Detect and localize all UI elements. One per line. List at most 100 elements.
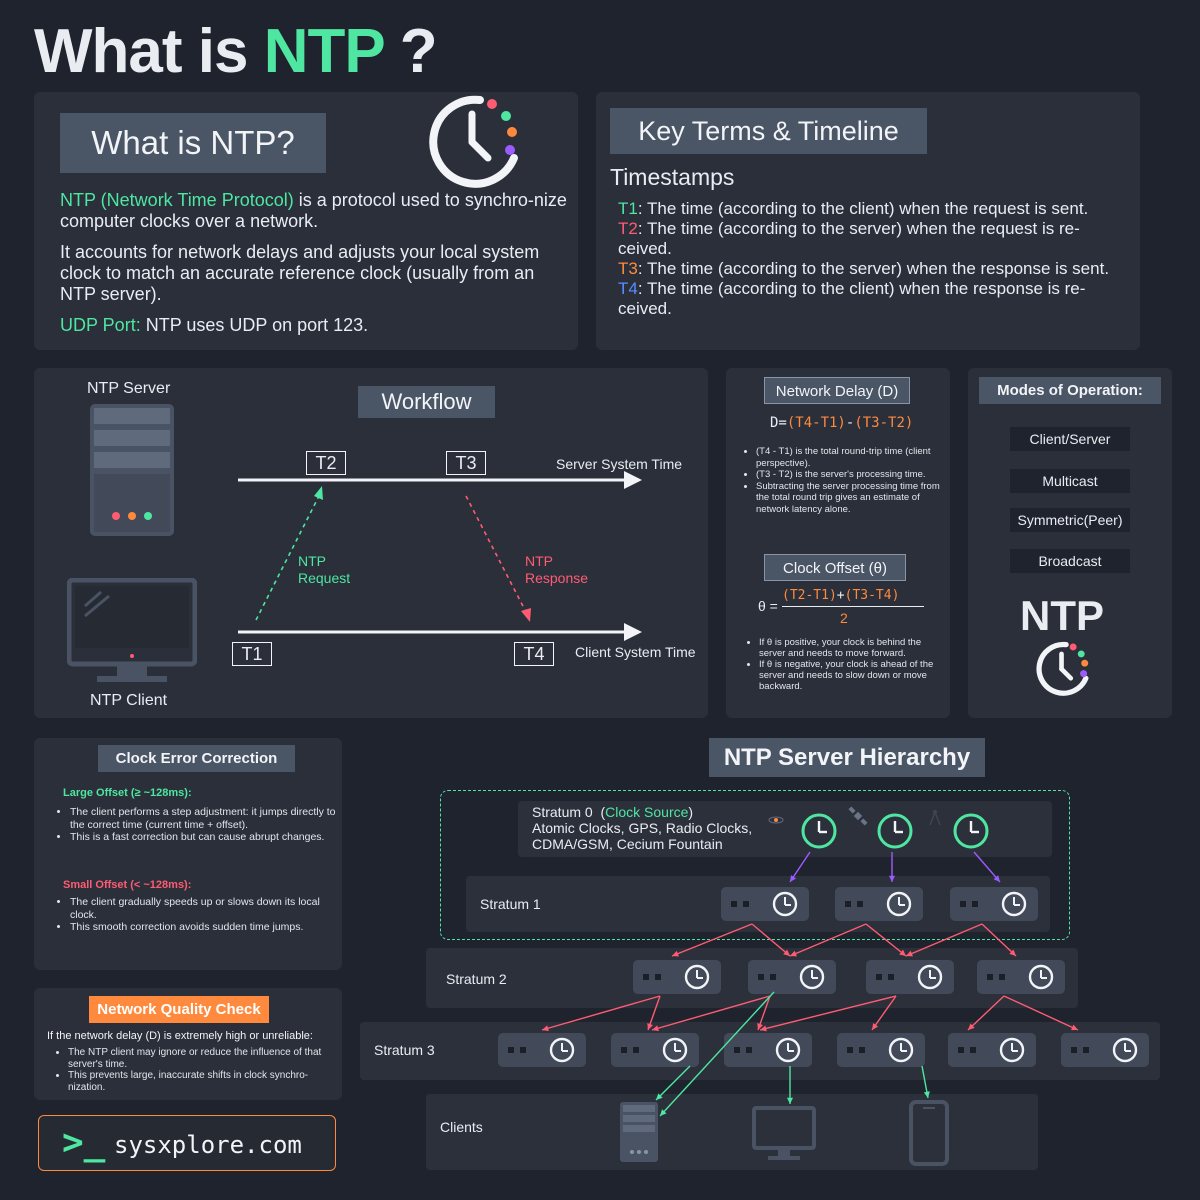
- udp-port-text: NTP uses UDP on port 123.: [140, 315, 369, 335]
- ntp-response-label: NTP Response: [525, 553, 588, 587]
- led: [1083, 1047, 1089, 1053]
- timestamp-label: T4: [618, 279, 638, 298]
- large-offset-bullets: The client performs a step adjustment: i…: [52, 806, 340, 844]
- stratum-0-paren-close: ): [688, 804, 694, 820]
- network-delay-heading: Network Delay (D): [764, 377, 910, 404]
- stratum-0-title: Stratum 0: [532, 804, 593, 820]
- led: [758, 974, 764, 980]
- led: [888, 974, 894, 980]
- led: [857, 901, 863, 907]
- ntp-server-label: NTP Server: [87, 380, 171, 397]
- led: [633, 1047, 639, 1053]
- led: [508, 1047, 514, 1053]
- timestamp-t2: T2: The time (according to the server) w…: [618, 219, 1118, 259]
- offset-numerator: (T2-T1)+(T3-T4): [782, 588, 899, 603]
- quality-bullet: The NTP client may ignore or reduce the …: [68, 1047, 338, 1070]
- delay-bullets: (T4 - T1) is the total round-trip time (…: [738, 446, 944, 515]
- offset-formula-prefix: θ =: [758, 598, 778, 614]
- modes-heading: Modes of Operation:: [979, 377, 1161, 404]
- t2-box: T2: [306, 451, 346, 475]
- hierarchy-heading: NTP Server Hierarchy: [709, 738, 985, 777]
- stratum-3-server: [611, 1033, 699, 1067]
- server-icon: [620, 1102, 658, 1162]
- request-line-1: NTP: [298, 553, 326, 569]
- delay-formula-minus: -: [845, 415, 855, 431]
- stratum-3-server: [948, 1033, 1036, 1067]
- udp-port-label: UDP Port:: [60, 315, 141, 335]
- offset-denominator: 2: [840, 610, 848, 626]
- stratum-2-server: [633, 960, 721, 994]
- small-offset-bullet: This smooth correction avoids sudden tim…: [70, 921, 340, 934]
- large-offset-bullet: This is a fast correction but can cause …: [70, 831, 340, 844]
- stratum-2-server: [748, 960, 836, 994]
- phone-icon: [909, 1100, 949, 1166]
- led: [734, 1047, 740, 1053]
- stratum-2-server: [977, 960, 1065, 994]
- error-correction-card: [34, 738, 342, 970]
- stratum-2-server: [866, 960, 954, 994]
- stratum-3-server: [498, 1033, 586, 1067]
- clients-label: Clients: [440, 1119, 483, 1135]
- satellite-icon: [848, 806, 868, 826]
- stratum-1-server: [721, 887, 809, 921]
- timestamp-t4: T4: The time (according to the client) w…: [618, 279, 1118, 319]
- delay-bullet: Subtracting the server processing time f…: [756, 481, 944, 516]
- ntp-request-arrow: [255, 495, 320, 621]
- led: [847, 1047, 853, 1053]
- offset-num-a: (T2-T1): [782, 588, 837, 603]
- large-offset-title: Large Offset (≥ ~128ms):: [63, 787, 192, 799]
- led: [643, 974, 649, 980]
- stratum-1-label: Stratum 1: [480, 896, 541, 912]
- stratum-1-server: [950, 887, 1038, 921]
- client-time-label: Client System Time: [575, 644, 696, 660]
- mode-multicast: Multicast: [1010, 469, 1130, 493]
- intro-paragraph-3: UDP Port: NTP uses UDP on port 123.: [60, 315, 570, 336]
- clock-icon: [953, 813, 989, 849]
- timestamp-label: T3: [618, 259, 638, 278]
- request-line-2: Request: [298, 570, 351, 586]
- delay-formula: D=(T4-T1)-(T3-T2): [770, 414, 913, 432]
- mode-symmetric-peer: Symmetric(Peer): [1010, 508, 1130, 532]
- clock-icon: [801, 813, 837, 849]
- quality-bullets: The NTP client may ignore or reduce the …: [50, 1047, 338, 1093]
- stratum-3-server: [1061, 1033, 1149, 1067]
- led: [1071, 1047, 1077, 1053]
- ntp-response-arrow: [465, 495, 527, 613]
- brand-box[interactable]: [38, 1115, 336, 1171]
- intro-paragraph-1: NTP (Network Time Protocol) is a protoco…: [60, 190, 570, 232]
- clock-icon: [429, 95, 518, 188]
- client-time-arrow: [624, 623, 642, 641]
- monitor-icon: [67, 578, 197, 682]
- small-offset-bullet: The client gradually speeds up or slows …: [70, 896, 340, 921]
- mode-client-server: Client/Server: [1010, 427, 1130, 451]
- timestamp-t1: T1: The time (according to the client) w…: [618, 199, 1118, 219]
- ntp-name: NTP (Network Time Protocol): [60, 190, 294, 210]
- t1-box: T1: [232, 642, 272, 666]
- intro-heading: What is NTP?: [60, 113, 326, 173]
- led: [731, 901, 737, 907]
- led: [845, 901, 851, 907]
- offset-num-b: (T3-T4): [844, 588, 900, 603]
- offset-bullet: If θ is negative, your clock is ahead of…: [759, 659, 947, 692]
- timestamps-heading: Timestamps: [610, 164, 735, 190]
- timestamps-list: T1: The time (according to the client) w…: [618, 199, 1118, 319]
- timestamp-label: T1: [618, 199, 638, 218]
- stratum-2-label: Stratum 2: [446, 971, 507, 987]
- delay-offset-card: [726, 368, 950, 718]
- terminal-icon: >_: [62, 1122, 106, 1163]
- led: [999, 974, 1005, 980]
- response-line-1: NTP: [525, 553, 553, 569]
- timestamp-label: T2: [618, 219, 638, 238]
- led: [972, 901, 978, 907]
- intro-p1-text: is a protocol used to synchro-nize compu…: [60, 190, 567, 231]
- monitor-icon: [752, 1106, 816, 1160]
- small-offset-bullets: The client gradually speeds up or slows …: [52, 896, 340, 934]
- offset-formula: θ = (T2-T1)+(T3-T4) 2: [758, 588, 928, 628]
- led: [876, 974, 882, 980]
- delay-bullet: (T3 - T2) is the server's processing tim…: [756, 469, 944, 481]
- clock-icon: [1036, 641, 1089, 696]
- delay-formula-b: (T3-T2): [854, 415, 914, 431]
- server-icon: [90, 404, 174, 536]
- large-offset-bullet: The client performs a step adjustment: i…: [70, 806, 340, 831]
- led: [958, 1047, 964, 1053]
